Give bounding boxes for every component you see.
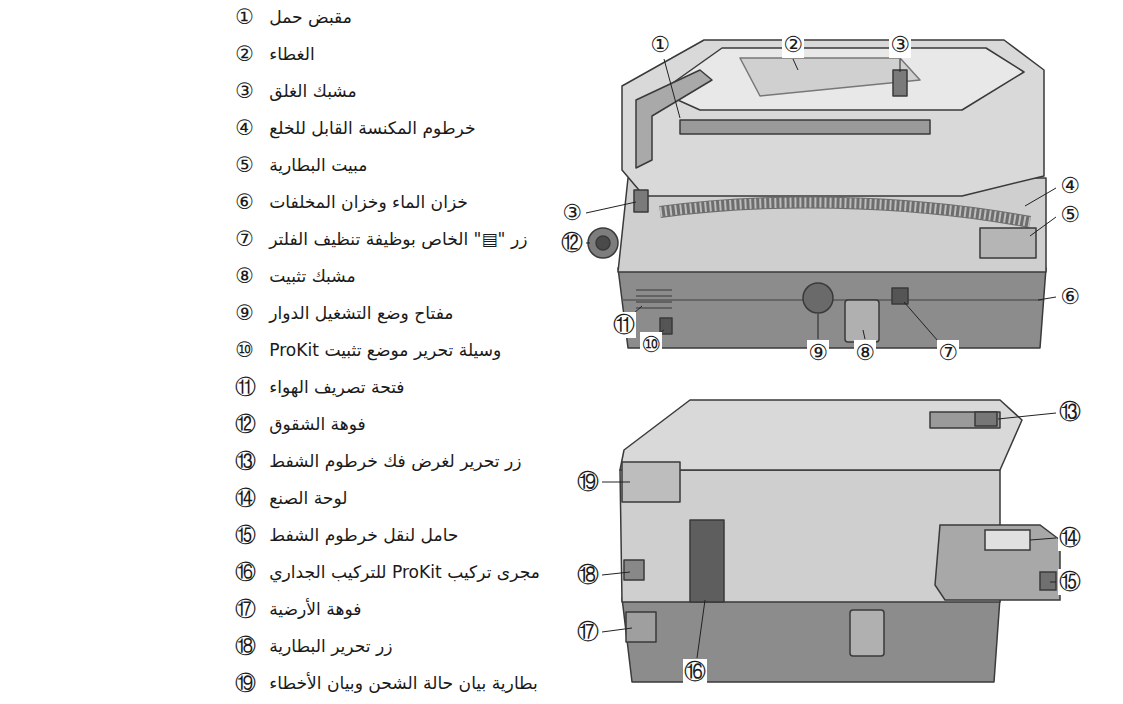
- callout-number: ⑧: [235, 263, 254, 289]
- lid: [622, 40, 1044, 196]
- battery-body: [935, 525, 1060, 600]
- lid-top: [660, 48, 1024, 110]
- callout-number: ⑥: [235, 189, 254, 215]
- lid: [620, 400, 1022, 470]
- callout-number: ③: [889, 32, 911, 58]
- callout-number: ⑤: [1059, 202, 1081, 228]
- handle-grip: [930, 412, 1000, 428]
- callout-number: ①: [649, 32, 671, 58]
- callout-number: ⑦: [937, 340, 959, 366]
- callout-number: ⑥: [1059, 284, 1081, 310]
- part-name: مبيت البطارية: [269, 152, 367, 178]
- tank: [622, 598, 1000, 682]
- part-name: مشبك تثبيت: [269, 263, 355, 289]
- floor-nozzle: [626, 612, 656, 642]
- part-name: زر "▤" الخاص بوظيفة تنظيف الفلتر: [269, 226, 527, 252]
- part-name: فتحة تصريف الهواء: [269, 374, 404, 400]
- part-name: حامل لنقل خرطوم الشفط: [269, 522, 458, 548]
- callout-number: ⑲: [235, 670, 256, 696]
- part-name: زر تحرير البطارية: [269, 633, 392, 659]
- callout-number: ⑬: [235, 448, 256, 474]
- lid-panel: [740, 58, 920, 96]
- clip: [634, 190, 648, 212]
- callout-number: ③: [561, 200, 583, 226]
- rotary-knob: [803, 283, 833, 313]
- hose-ribs: [660, 203, 1030, 222]
- callout-number: ④: [1059, 173, 1081, 199]
- part-name: خرطوم المكنسة القابل للخلع: [269, 115, 475, 141]
- callout-number: ①: [235, 4, 254, 30]
- battery-pack: [935, 525, 1060, 600]
- nameplate: [985, 530, 1030, 550]
- part-name: خزان الماء وخزان المخلفات: [269, 189, 468, 215]
- callout-number: ⑮: [235, 522, 256, 548]
- part-name: بطارية بيان حالة الشحن وبيان الأخطاء: [269, 670, 538, 696]
- hose: [660, 203, 1030, 222]
- callout-number: ⑮: [1058, 569, 1082, 595]
- callout-number: ②: [235, 41, 254, 67]
- latch: [845, 300, 879, 342]
- handle: [636, 70, 712, 168]
- callout-number: ⑯: [235, 559, 256, 585]
- callout-number: ⑦: [235, 226, 254, 252]
- prokit-rail: [690, 520, 724, 602]
- part-name: مجرى تركيب ProKit للتركيب الجداري: [269, 559, 540, 585]
- clip: [893, 70, 907, 96]
- callout-number: ⑱: [235, 633, 256, 659]
- callout-number: ⑫: [235, 411, 256, 437]
- part-name: فوهة الأرضية: [269, 596, 361, 622]
- callout-number: ⑩: [640, 332, 662, 358]
- part-name: فوهة الشقوق: [269, 411, 366, 437]
- callout-number: ②: [782, 32, 804, 58]
- callout-number: ④: [235, 115, 254, 141]
- callout-number: ⑲: [576, 469, 600, 495]
- part-name: زر تحرير لغرض فك خرطوم الشفط: [269, 448, 521, 474]
- callout-number: ⑱: [576, 562, 600, 588]
- callout-number: ⑯: [683, 659, 707, 685]
- callout-number: ⑩: [235, 337, 254, 363]
- part-name: مقبض حمل: [269, 4, 352, 30]
- callout-number: ⑨: [235, 300, 254, 326]
- crevice-nozzle-end: [596, 236, 610, 250]
- part-name: مشبك الغلق: [269, 78, 357, 104]
- part-name: لوحة الصنع: [269, 485, 347, 511]
- callout-number: ⑪: [235, 374, 256, 400]
- callout-number: ⑭: [235, 485, 256, 511]
- callout-number: ⑨: [807, 340, 829, 366]
- hose-holder: [1040, 572, 1056, 590]
- callout-number: ⑰: [576, 619, 600, 645]
- callout-number: ⑰: [235, 596, 256, 622]
- latch: [850, 610, 884, 656]
- callout-number: ⑪: [612, 312, 636, 338]
- handle-grip: [680, 120, 930, 134]
- battery-release: [624, 560, 644, 580]
- callout-number: ⑧: [854, 340, 876, 366]
- top-view: [588, 40, 1046, 348]
- tank: [618, 268, 1046, 348]
- part-name: مفتاح وضع التشغيل الدوار: [269, 300, 453, 326]
- callout-number: ⑭: [1058, 525, 1082, 551]
- callout-number: ⑫: [560, 230, 584, 256]
- part-name: وسيلة تحرير موضع تثبيت ProKit: [269, 337, 501, 363]
- leader-lines: [586, 59, 1056, 658]
- vent: [636, 290, 672, 308]
- callout-number: ⑤: [235, 152, 254, 178]
- battery: [622, 462, 680, 502]
- part-name: الغطاء: [269, 41, 314, 67]
- battery-bay: [980, 228, 1036, 258]
- crevice-nozzle: [588, 228, 618, 258]
- filter-button: [892, 288, 908, 304]
- callout-number: ⑬: [1058, 399, 1082, 425]
- callout-number: ③: [235, 78, 254, 104]
- hose-release: [975, 412, 997, 426]
